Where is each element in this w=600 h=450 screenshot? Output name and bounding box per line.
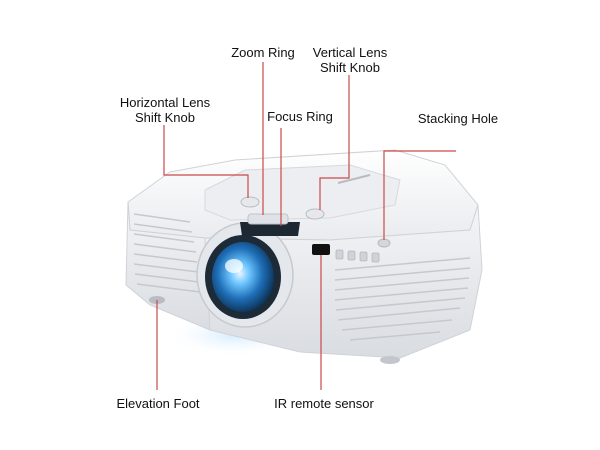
zoom-ring-text: Zoom Ring <box>231 45 295 60</box>
lens-highlight <box>225 259 243 273</box>
label-ir-remote-sensor: IR remote sensor <box>266 396 382 411</box>
elevation-foot-text: Elevation Foot <box>116 396 200 411</box>
vertical-lens-shift-line1: Vertical Lens <box>312 45 388 60</box>
leader-stacking-hole <box>383 150 456 240</box>
lens-glass <box>212 242 274 312</box>
leader-lines <box>156 62 456 390</box>
control-buttons <box>335 249 380 263</box>
leader-vertical-shift <box>319 75 350 210</box>
horizontal-shift-knob <box>240 196 260 208</box>
label-stacking-hole: Stacking Hole <box>410 111 506 126</box>
label-zoom-ring: Zoom Ring <box>222 45 304 60</box>
ir-sensor <box>312 244 330 255</box>
vertical-lens-shift-line2: Shift Knob <box>320 60 380 75</box>
top-emblem <box>337 174 371 184</box>
label-vertical-lens-shift-knob: Vertical Lens Shift Knob <box>304 45 396 75</box>
lens-ring-slot <box>240 222 300 236</box>
label-horizontal-lens-shift-knob: Horizontal Lens Shift Knob <box>112 95 218 125</box>
left-vent <box>133 213 201 293</box>
horizontal-lens-shift-line2: Shift Knob <box>135 110 195 125</box>
right-vent <box>334 257 471 341</box>
stacking-hole-text: Stacking Hole <box>417 111 499 126</box>
label-elevation-foot: Elevation Foot <box>106 396 210 411</box>
focus-ring-text: Focus Ring <box>267 109 333 124</box>
label-focus-ring: Focus Ring <box>260 109 340 124</box>
horizontal-lens-shift-line1: Horizontal Lens <box>119 95 211 110</box>
stacking-hole <box>377 238 391 248</box>
vertical-shift-knob <box>305 208 325 220</box>
rear-foot <box>380 356 400 364</box>
zoom-ring <box>247 213 289 225</box>
ir-remote-sensor-text: IR remote sensor <box>274 396 374 411</box>
leader-horizontal-shift <box>163 125 249 198</box>
